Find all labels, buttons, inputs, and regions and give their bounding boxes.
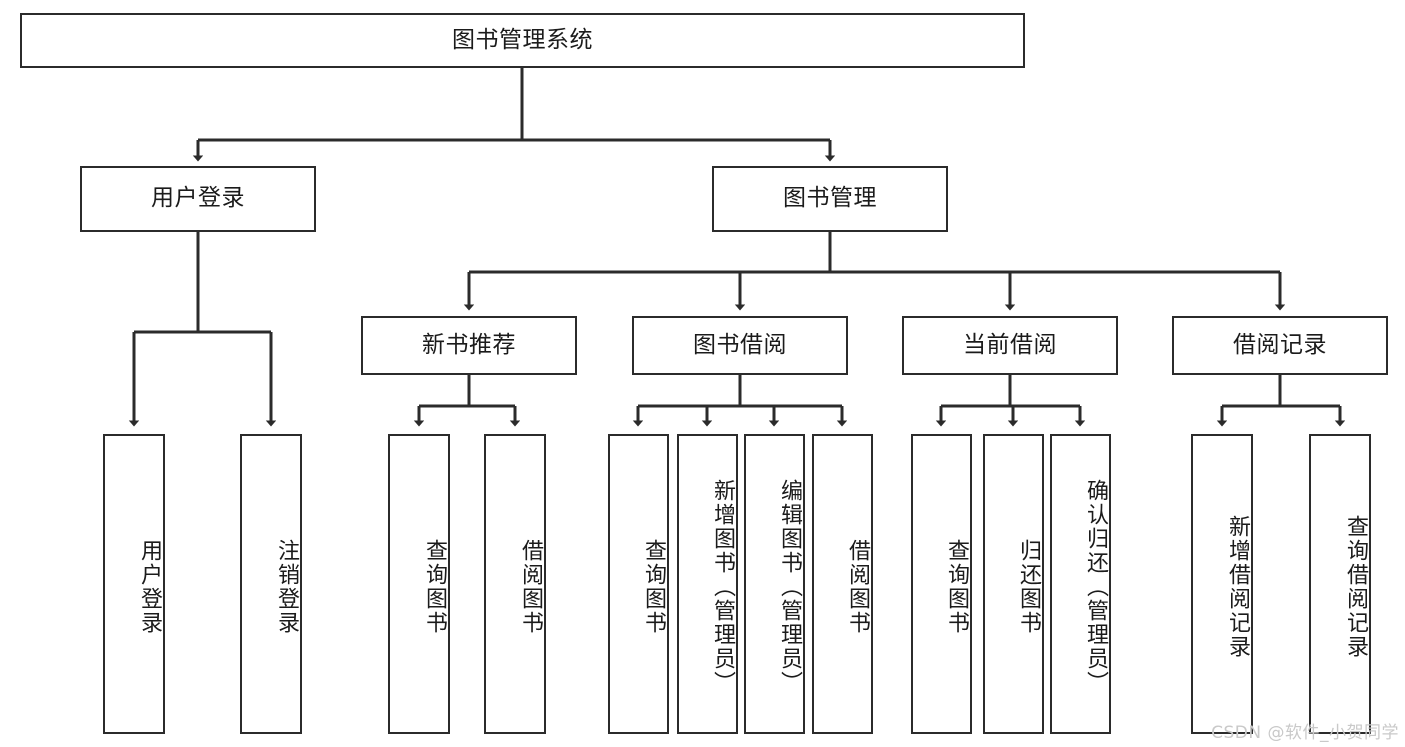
node-current-borrow[interactable]: 当前借阅: [902, 316, 1118, 375]
node-new-book-recommend[interactable]: 新书推荐: [361, 316, 577, 375]
leaf-borrow-book-1[interactable]: 借阅图书: [484, 434, 546, 734]
leaf-borrow-book-2[interactable]: 借阅图书: [812, 434, 873, 734]
leaf-return-book[interactable]: 归还图书: [983, 434, 1044, 734]
leaf-edit-book[interactable]: 编辑图书（管理员）: [744, 434, 805, 734]
leaf-add-record[interactable]: 新增借阅记录: [1191, 434, 1253, 734]
leaf-user-login[interactable]: 用户登录: [103, 434, 165, 734]
node-book-management-label: 图书管理: [783, 185, 877, 212]
watermark: CSDN @软件_小贺同学: [1211, 723, 1399, 743]
leaf-add-record-label: 新增借阅记录: [1225, 515, 1250, 659]
leaf-logout-login[interactable]: 注销登录: [240, 434, 302, 734]
leaf-add-book[interactable]: 新增图书（管理员）: [677, 434, 738, 734]
node-borrow-record[interactable]: 借阅记录: [1172, 316, 1388, 375]
node-book-borrow-label: 图书借阅: [693, 331, 787, 358]
leaf-query-record-label: 查询借阅记录: [1343, 515, 1368, 659]
node-user-login[interactable]: 用户登录: [80, 166, 316, 232]
node-root[interactable]: 图书管理系统: [20, 13, 1025, 68]
leaf-user-login-label: 用户登录: [137, 539, 162, 635]
leaf-return-book-label: 归还图书: [1016, 539, 1041, 635]
leaf-query-book-1[interactable]: 查询图书: [388, 434, 450, 734]
node-borrow-record-label: 借阅记录: [1233, 331, 1327, 358]
leaf-logout-login-label: 注销登录: [274, 539, 299, 635]
node-user-login-label: 用户登录: [151, 185, 245, 212]
node-book-borrow[interactable]: 图书借阅: [632, 316, 848, 375]
leaf-edit-book-label: 编辑图书（管理员）: [777, 479, 802, 695]
leaf-query-book-1-label: 查询图书: [422, 539, 447, 635]
node-root-label: 图书管理系统: [452, 26, 593, 53]
leaf-confirm-return[interactable]: 确认归还（管理员）: [1050, 434, 1111, 734]
leaf-query-book-3-label: 查询图书: [944, 539, 969, 635]
leaf-borrow-book-1-label: 借阅图书: [518, 539, 543, 635]
leaf-query-book-3[interactable]: 查询图书: [911, 434, 972, 734]
leaf-query-record[interactable]: 查询借阅记录: [1309, 434, 1371, 734]
node-new-book-recommend-label: 新书推荐: [422, 331, 516, 358]
leaf-add-book-label: 新增图书（管理员）: [710, 479, 735, 695]
leaf-query-book-2-label: 查询图书: [641, 539, 666, 635]
leaf-confirm-return-label: 确认归还（管理员）: [1083, 479, 1108, 695]
leaf-query-book-2[interactable]: 查询图书: [608, 434, 669, 734]
node-current-borrow-label: 当前借阅: [963, 331, 1057, 358]
node-book-management[interactable]: 图书管理: [712, 166, 948, 232]
leaf-borrow-book-2-label: 借阅图书: [845, 539, 870, 635]
